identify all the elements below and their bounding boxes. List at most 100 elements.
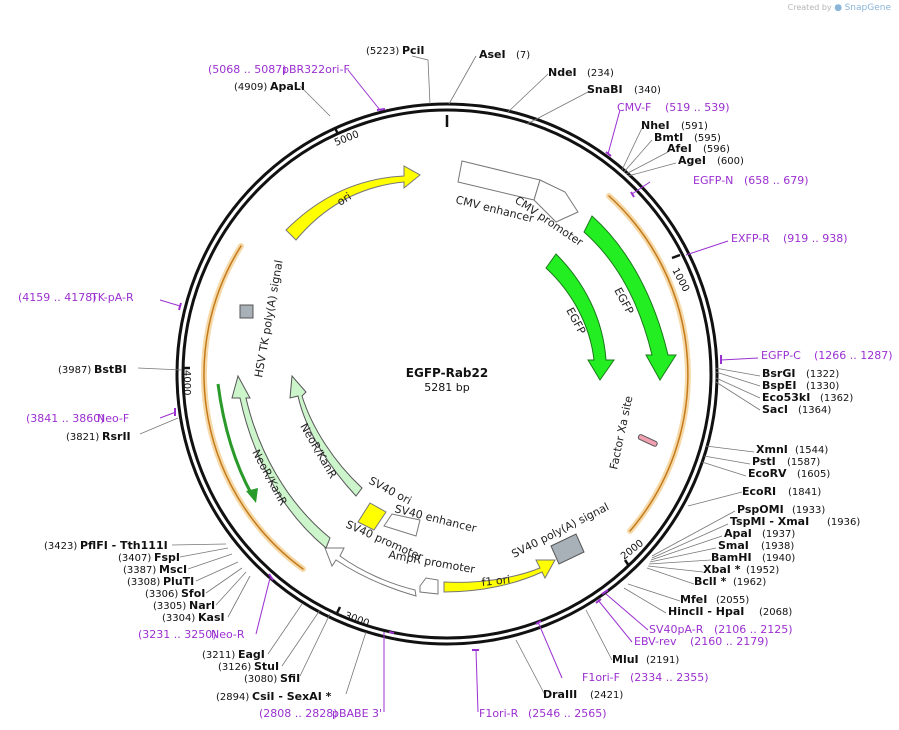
primer-marks (174, 108, 722, 651)
site-pos: (1938) (761, 541, 794, 552)
primer-name: Neo-F (97, 412, 129, 425)
primer-range: (2546 .. 2565) (528, 707, 607, 720)
primer-name: SV40pA-R (649, 623, 704, 636)
site-name: TspMI - XmaI (730, 515, 809, 528)
site-pos: (5223) (366, 46, 399, 57)
plasmid-length: 5281 bp (424, 381, 469, 394)
feature-sv40-promoter (324, 547, 417, 597)
site-name: PflFI - Tth111I (80, 539, 168, 552)
site-name: ApaI (724, 527, 752, 540)
primer-range: (658 .. 679) (744, 174, 809, 187)
site-name: Eco53kI (762, 391, 810, 404)
backbone (175, 102, 719, 646)
site-name: AfeI (667, 142, 692, 155)
label-ori: ori (335, 190, 354, 209)
feature-sv40-ori (357, 502, 387, 531)
feature-egfp-outer (583, 215, 677, 381)
primer-name: CMV-F (617, 101, 651, 114)
feature-ampr-promoter (419, 577, 439, 595)
site-name: MluI (612, 653, 639, 666)
label-factor-xa: Factor Xa site (607, 395, 635, 471)
site-pos: (3423) (44, 541, 77, 552)
feature-sv40-enhancer (383, 513, 421, 537)
site-pos: (1952) (746, 565, 779, 576)
leader-lines (137, 55, 761, 696)
primer-name: EGFP-N (693, 174, 733, 187)
site-name: SmaI (718, 539, 749, 552)
site-pos: (4909) (234, 82, 267, 93)
site-pos: (1940) (762, 553, 795, 564)
site-pos: (1937) (762, 529, 795, 540)
feature-cmv-promoter (533, 179, 579, 223)
site-name: NarI (189, 599, 215, 612)
site-name: XmnI (756, 443, 788, 456)
tick-3000: 3000 (343, 610, 371, 629)
site-name: NheI (641, 119, 670, 132)
primer-name: TK-pA-R (90, 291, 134, 304)
site-name: BspEI (762, 379, 796, 392)
site-name: PspOMI (737, 503, 784, 516)
site-name: BstBI (94, 363, 127, 376)
site-name: CsiI - SexAI * (252, 690, 332, 703)
primer-name: EGFP-C (761, 349, 801, 362)
site-name: StuI (254, 660, 279, 673)
site-pos: (2068) (759, 607, 792, 618)
primer-range: (2160 .. 2179) (690, 635, 769, 648)
sites-left: (4909) ApaLI (3987) BstBI (3821) RsrII (… (44, 80, 332, 703)
site-name: MscI (159, 563, 187, 576)
plasmid-name: EGFP-Rab22 (406, 366, 488, 380)
feature-factor-xa (637, 434, 658, 447)
feature-sv40-polya (550, 533, 585, 565)
site-name: SfiI (280, 672, 300, 685)
site-name: PluTI (163, 575, 194, 588)
site-name: AseI (479, 48, 506, 61)
site-name: EagI (238, 648, 265, 661)
site-pos: (1587) (787, 457, 820, 468)
site-name: SacI (762, 403, 788, 416)
tick-4000: 4000 (181, 370, 192, 395)
site-name: BclI * (694, 575, 727, 588)
site-name: KasI (198, 611, 225, 624)
site-pos: (1605) (797, 469, 830, 480)
primer-range: (1266 .. 1287) (814, 349, 893, 362)
neo-orf-green-arc (216, 383, 258, 503)
site-pos: (3126) (218, 662, 251, 673)
site-pos: (1322) (806, 369, 839, 380)
site-pos: (3821) (66, 432, 99, 443)
feature-ori (285, 165, 421, 241)
site-pos: (3305) (153, 601, 186, 612)
site-name: NdeI (548, 66, 577, 79)
site-pos: (3407) (118, 553, 151, 564)
site-pos: (1544) (795, 445, 828, 456)
site-pos: (3387) (123, 565, 156, 576)
site-pos: (3987) (58, 365, 91, 376)
site-pos: (1330) (806, 381, 839, 392)
primer-range: (2106 .. 2125) (714, 623, 793, 636)
site-pos: (1962) (733, 577, 766, 588)
site-pos: (591) (681, 121, 708, 132)
site-name: XbaI * (703, 563, 741, 576)
site-name: HincII - HpaI (668, 605, 744, 618)
feature-neo-outer (231, 374, 331, 549)
primer-range: (4159 .. 4178) (18, 291, 97, 304)
site-pos: (1841) (788, 487, 821, 498)
site-pos: (3308) (127, 577, 160, 588)
primer-range: (919 .. 938) (783, 232, 848, 245)
site-name: BamHI (711, 551, 752, 564)
site-name: DraIII (543, 688, 577, 701)
snapgene-logo-icon: ● (834, 3, 843, 13)
site-pos: (2421) (590, 690, 623, 701)
primer-name: F1ori-F (582, 671, 620, 684)
site-name: MfeI (680, 593, 707, 606)
feature-f1-ori (443, 559, 556, 593)
primer-range: (2808 .. 2828) (259, 707, 338, 720)
site-name: EcoRV (748, 467, 787, 480)
primer-name: Neo-R (211, 628, 245, 641)
site-pos: (1936) (827, 517, 860, 528)
site-pos: (596) (703, 144, 730, 155)
primer-name: pBR322ori-F (282, 63, 350, 76)
site-pos: (2191) (646, 655, 679, 666)
primer-range: (2334 .. 2355) (630, 671, 709, 684)
sites-right: (5223) PciI AseI (7) NdeI (234) SnaBI (3… (366, 44, 860, 701)
